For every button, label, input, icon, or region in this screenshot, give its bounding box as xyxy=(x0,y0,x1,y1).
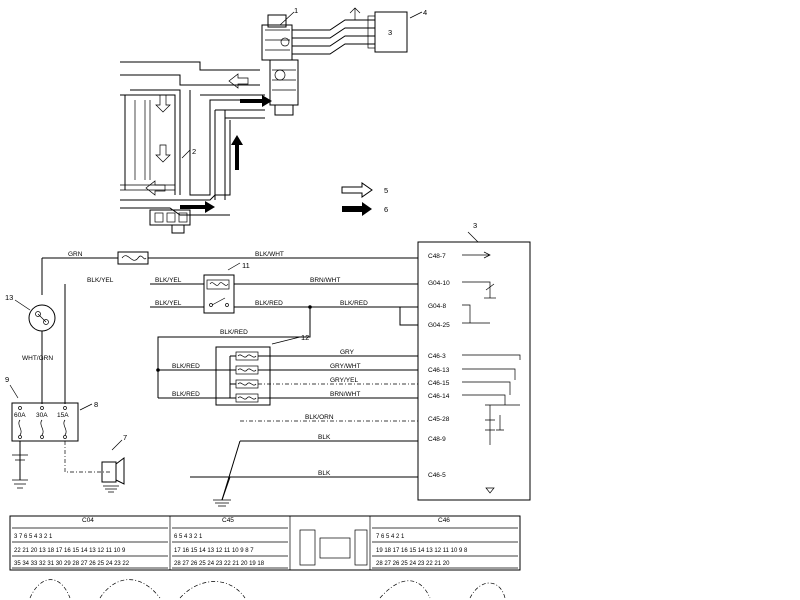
fuse-15a: 15A xyxy=(57,412,69,419)
wire-blk-yel-2: BLK/YEL xyxy=(155,300,182,307)
callout-1: 1 xyxy=(294,6,298,15)
fuse-60a: 60A xyxy=(14,412,26,419)
wire-gry-yel: GRY/YEL xyxy=(330,377,358,384)
callout-3: 3 xyxy=(388,28,392,37)
callout-4: 4 xyxy=(423,8,427,17)
terminal-c46-3: C46-3 xyxy=(428,353,446,360)
connector-strip: C04 C45 C46 3 7 6 5 4 3 2 1 22 21 20 13 … xyxy=(9,515,521,599)
connector-c04-label: C04 xyxy=(82,517,94,524)
terminal-c48-9: C48-9 xyxy=(428,436,446,443)
wire-blk-red-5: BLK/RED xyxy=(172,391,200,398)
c04-pins-row3: 35 34 33 32 31 30 29 28 27 26 25 24 23 2… xyxy=(14,561,130,567)
callout-7: 7 xyxy=(123,433,127,442)
terminal-c46-14: C46-14 xyxy=(428,393,450,400)
wire-wht-grn: WHT/GRN xyxy=(22,355,53,362)
terminal-g04-8: G04-8 xyxy=(428,303,446,310)
wire-blk-red-3: BLK/RED xyxy=(220,329,248,336)
callout-8: 8 xyxy=(94,400,98,409)
terminal-c45-28: C45-28 xyxy=(428,416,450,423)
fuse-30a: 30A xyxy=(36,412,48,419)
legend-hot-label: 6 xyxy=(384,205,388,214)
terminal-g04-25: G04-25 xyxy=(428,322,450,329)
terminal-c46-15: C46-15 xyxy=(428,380,450,387)
callout-2: 2 xyxy=(192,147,196,156)
connector-c46-label: C46 xyxy=(438,517,450,524)
connector-c45-label: C45 xyxy=(222,517,234,524)
wiring: GRN BLK/WHT 11 BLK/YEL BLK/YEL BLK/YEL B… xyxy=(5,251,418,507)
wire-gry-wht: GRY/WHT xyxy=(330,363,361,370)
c46-pins-row3: 28 27 26 25 24 23 22 21 20 xyxy=(376,561,450,567)
wire-blk-2: BLK xyxy=(318,470,331,477)
wire-blk-red-4: BLK/RED xyxy=(172,363,200,370)
c04-pins-row2: 22 21 20 13 18 17 16 15 14 13 12 11 10 9 xyxy=(14,548,126,554)
callout-9: 9 xyxy=(5,375,9,384)
wire-brn-wht-1: BRN/WHT xyxy=(310,277,340,284)
engine-illustration: 1 2 3 4 xyxy=(120,6,427,234)
wire-blk-orn: BLK/ORN xyxy=(305,414,334,421)
c04-pins-row1: 3 7 6 5 4 3 2 1 xyxy=(14,534,53,540)
legend-coolant-label: 5 xyxy=(384,186,388,195)
wire-blk-1: BLK xyxy=(318,434,331,441)
callout-12: 12 xyxy=(301,333,309,342)
c45-pins-row3: 28 27 26 25 24 23 22 21 20 19 18 xyxy=(174,561,265,567)
wire-gry: GRY xyxy=(340,349,355,356)
c46-pins-row2: 19 18 17 16 15 14 13 12 11 10 9 8 xyxy=(376,548,468,554)
wire-blk-yel-1: BLK/YEL xyxy=(155,277,182,284)
wire-blk-red-2: BLK/RED xyxy=(340,300,368,307)
c46-pins-row1: 7 6 5 4 2 1 xyxy=(376,534,405,540)
wire-grn: GRN xyxy=(68,251,83,258)
legend: 5 6 xyxy=(341,182,388,216)
terminal-g04-10: G04-10 xyxy=(428,280,450,287)
terminal-c46-5: C46-5 xyxy=(428,472,446,479)
callout-ecm: 3 xyxy=(473,221,477,230)
c45-pins-row2: 17 16 15 14 13 12 11 10 9 8 7 xyxy=(174,548,254,554)
wire-blk-yel-3: BLK/YEL xyxy=(87,277,114,284)
wire-brn-wht-2: BRN/WHT xyxy=(330,391,360,398)
terminal-c46-13: C46-13 xyxy=(428,367,450,374)
wire-blk-red-1: BLK/RED xyxy=(255,300,283,307)
ecm-module: 3 C48-7 G04-10 G04-8 G04-25 C46-3 C46-13… xyxy=(417,221,531,501)
wire-blk-wht: BLK/WHT xyxy=(255,251,284,258)
c45-pins-row1: 6 5 4 3 2 1 xyxy=(174,534,203,540)
callout-13: 13 xyxy=(5,293,13,302)
terminal-c48-7: C48-7 xyxy=(428,253,446,260)
callout-11: 11 xyxy=(242,261,250,270)
